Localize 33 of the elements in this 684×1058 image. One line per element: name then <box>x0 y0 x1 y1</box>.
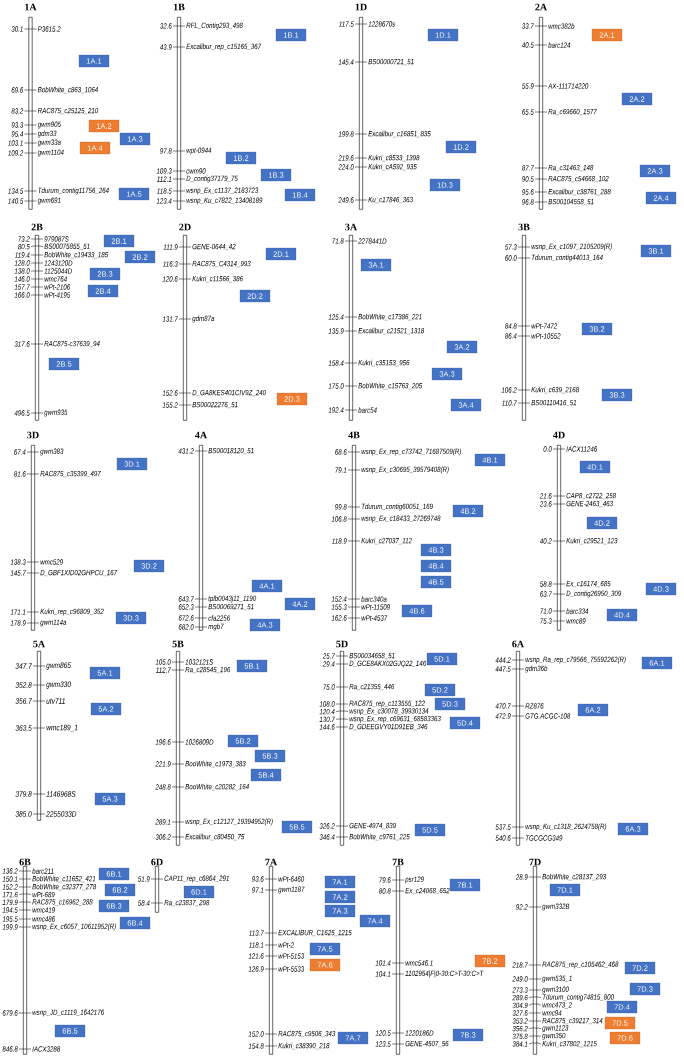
chromosome-title: 1D <box>355 3 367 11</box>
chromosome-title: 3B <box>518 223 530 231</box>
chromosome-title: 1B <box>173 3 185 11</box>
chromosome-title: 4B <box>348 431 360 439</box>
marker-name: gwm865 <box>46 662 71 670</box>
chromosome-title: 2D <box>179 223 191 231</box>
position-label: 385.0 <box>15 811 32 817</box>
chromosome-title: 1A <box>25 3 37 11</box>
chromosome-title: 2B <box>31 223 43 231</box>
marker-name: utv711 <box>46 698 65 704</box>
position-label: 379.8 <box>15 791 32 797</box>
chromosome-title: 4D <box>553 431 565 439</box>
chromosome-title: 6D <box>151 858 163 866</box>
chromosome-title: 5A <box>33 640 46 648</box>
marker-name: 2255033D <box>46 811 77 817</box>
marker-name: gwm330 <box>46 681 71 689</box>
marker-name: wmc189_1 <box>46 724 78 732</box>
chromosome-title: 6B <box>19 858 31 866</box>
marker-name: 1146968S <box>46 791 76 797</box>
chromosome-title: 7D <box>529 858 541 866</box>
position-label: 352.8 <box>15 682 32 688</box>
chromosome-title: 7B <box>392 858 404 866</box>
position-label: 363.5 <box>15 725 32 731</box>
chromosome-title: 2A <box>535 3 548 11</box>
chromosome-title: 4A <box>195 431 208 439</box>
chromosome-title: 3D <box>27 431 39 439</box>
chromosome-title: 6A <box>512 640 525 648</box>
chromosome-title: 5D <box>336 640 348 648</box>
chromosome-title: 7A <box>265 858 278 866</box>
chromosome-title: 3A <box>345 223 358 231</box>
position-label: 347.7 <box>15 663 32 669</box>
chromosome-title: 5B <box>172 640 184 648</box>
position-label: 356.7 <box>15 698 32 704</box>
